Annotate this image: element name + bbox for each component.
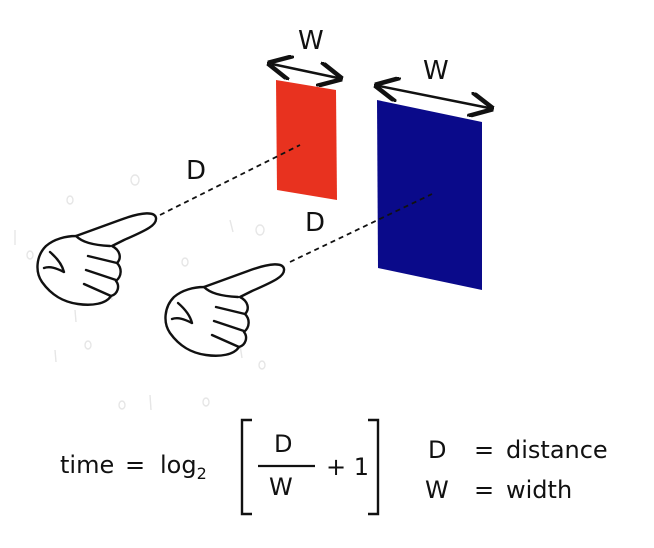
pointing-hand-icon bbox=[36, 212, 158, 306]
log-text: log bbox=[160, 451, 197, 479]
legend-d-equals: = bbox=[474, 436, 495, 464]
formula-lhs: time bbox=[60, 451, 115, 479]
legend-w-text: width bbox=[506, 476, 573, 504]
small-width-arrow bbox=[272, 64, 338, 78]
legend-w-equals: = bbox=[474, 476, 495, 504]
formula-right-bracket bbox=[368, 418, 380, 516]
pointing-hand-icon bbox=[164, 263, 286, 357]
width-label-large: W bbox=[423, 56, 449, 86]
small-red-target bbox=[276, 80, 337, 200]
legend-w-symbol: W bbox=[425, 476, 449, 504]
formula-left-bracket bbox=[240, 418, 252, 516]
distance-label-top: D bbox=[186, 156, 207, 186]
distance-label-bottom: D bbox=[305, 208, 326, 238]
log-base: 2 bbox=[196, 464, 207, 483]
legend-d-symbol: D bbox=[428, 436, 447, 464]
fraction-denominator: W bbox=[269, 473, 293, 501]
width-label-small: W bbox=[298, 26, 324, 56]
formula-plus-one: + 1 bbox=[326, 453, 370, 481]
formula-equals: = bbox=[125, 451, 146, 479]
formula-log: log2 bbox=[160, 451, 207, 482]
distance-line-top bbox=[159, 144, 301, 216]
legend-d-text: distance bbox=[506, 436, 608, 464]
fraction-numerator: D bbox=[274, 430, 293, 458]
large-width-arrow bbox=[379, 86, 489, 108]
